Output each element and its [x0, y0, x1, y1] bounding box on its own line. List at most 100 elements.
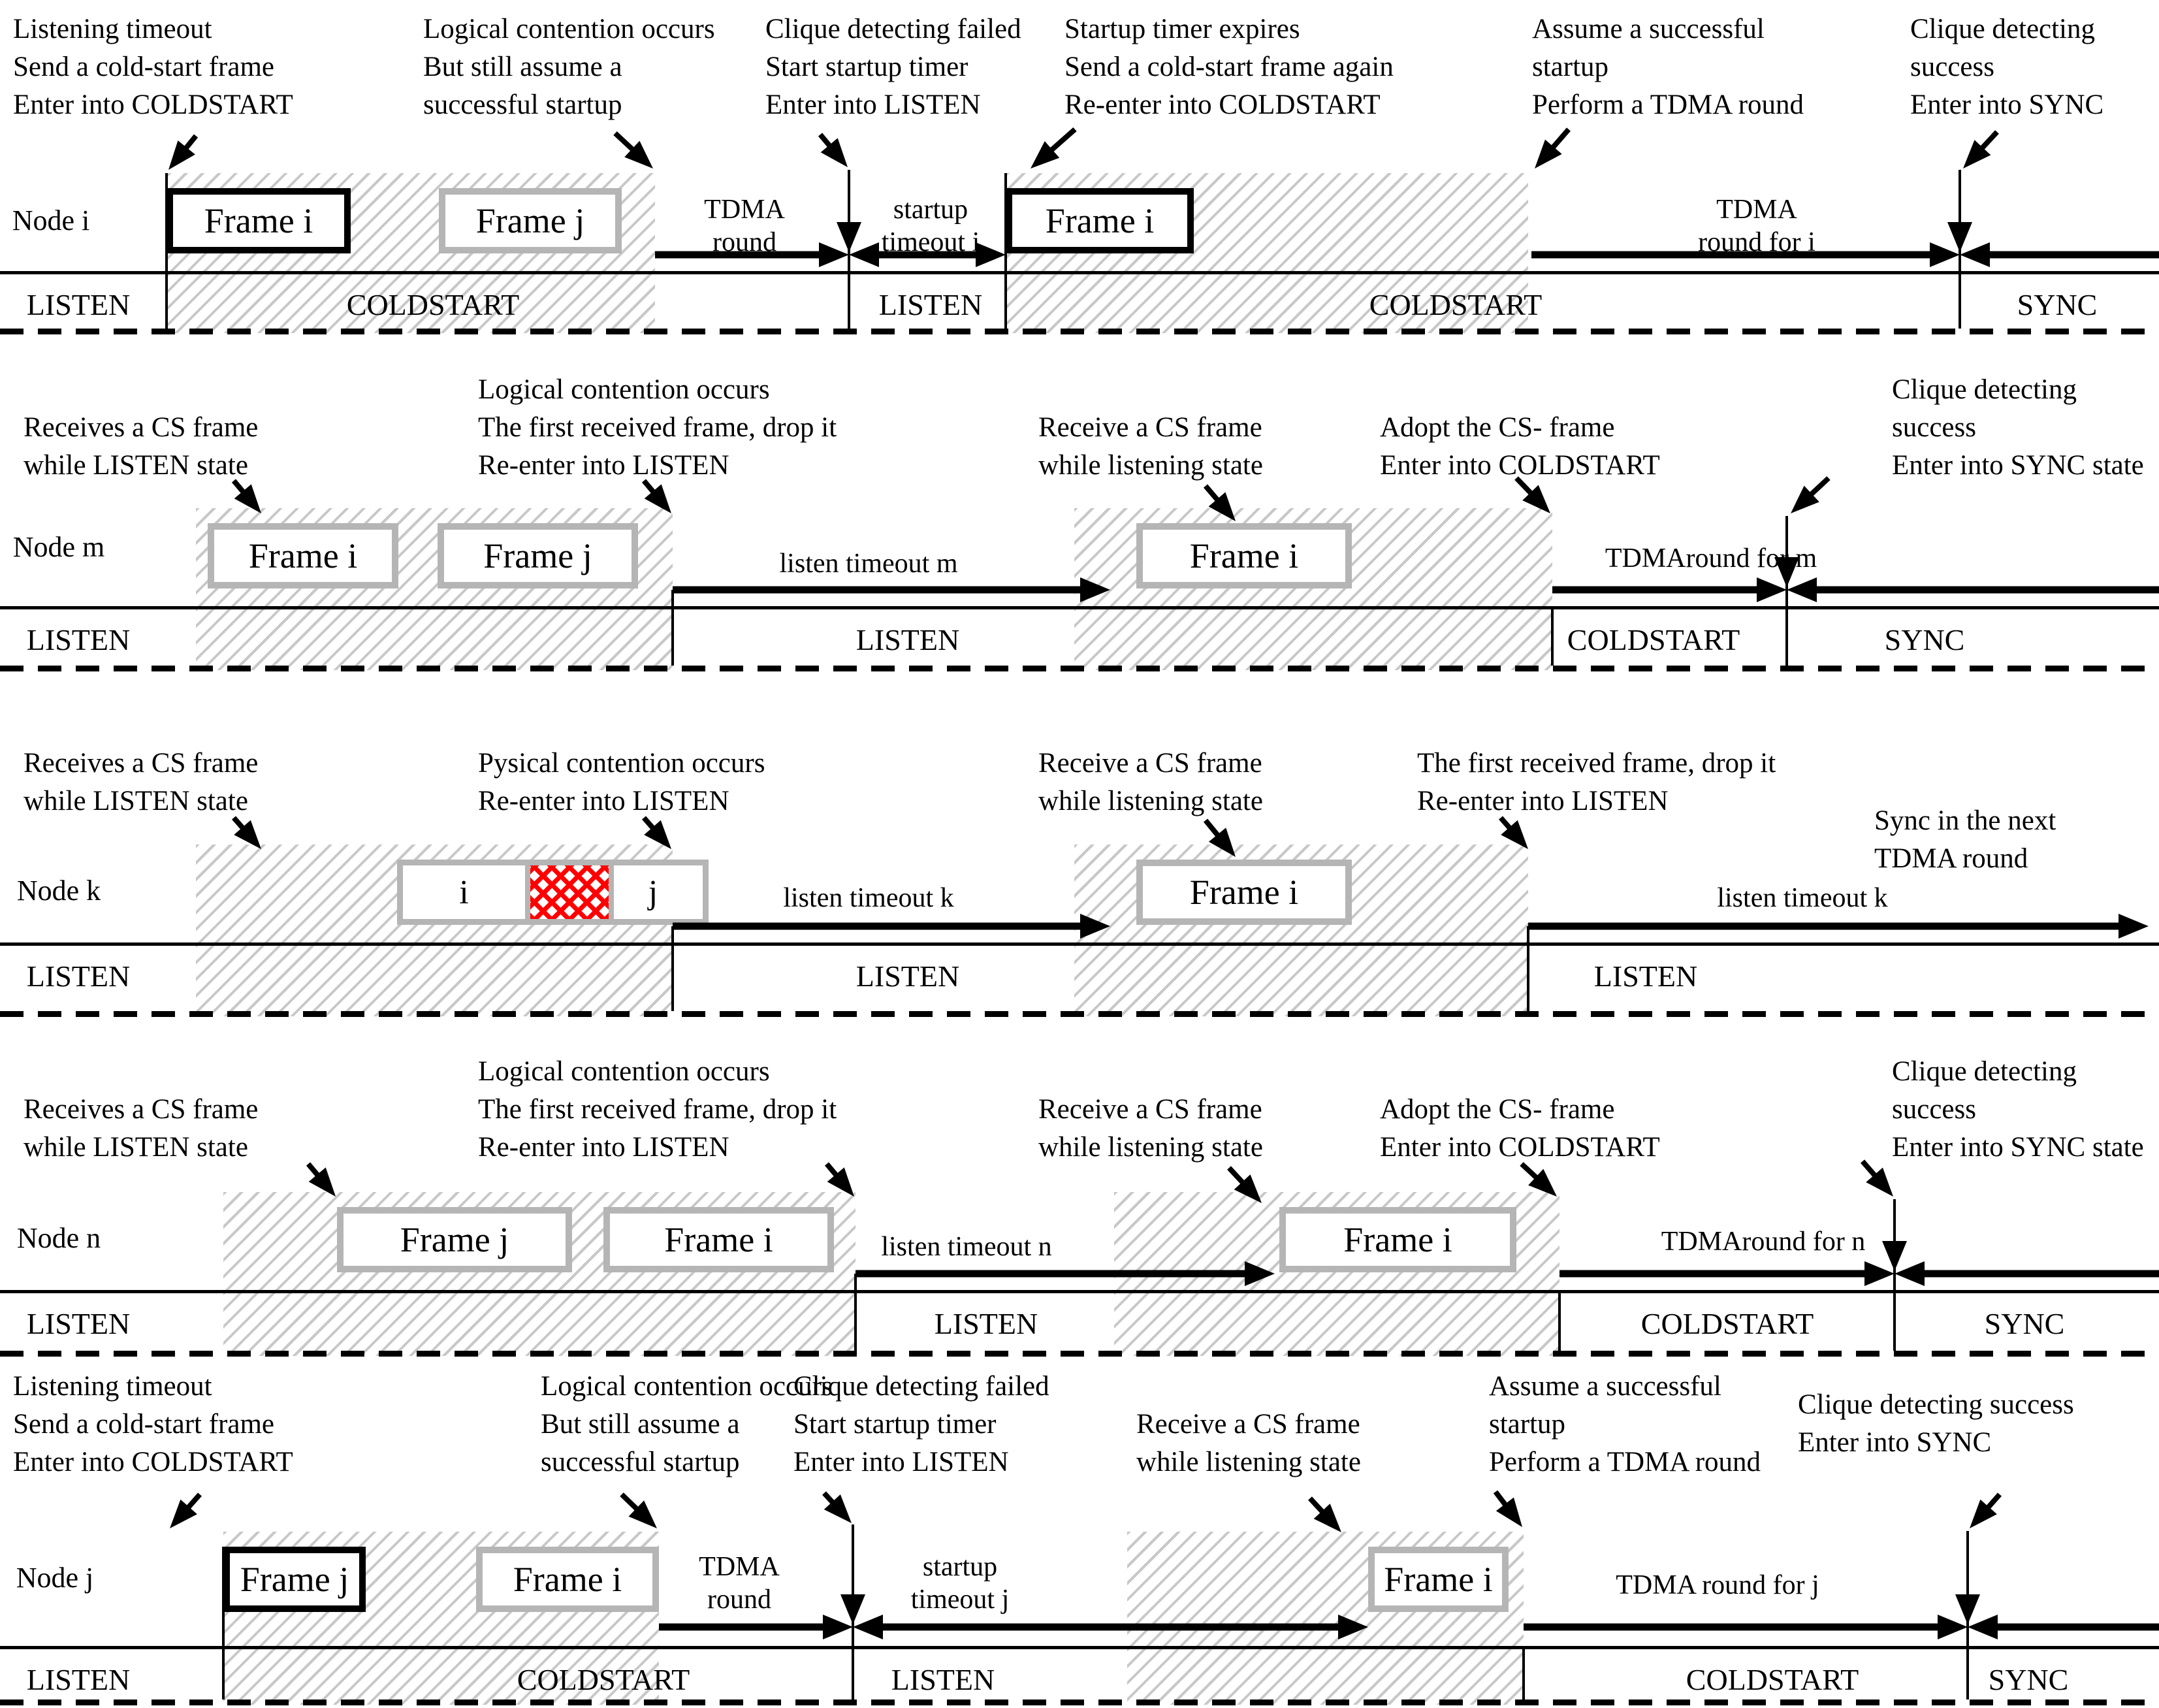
annotation-line: Clique detecting — [1910, 14, 2096, 44]
annotation-arrowhead — [1791, 485, 1819, 513]
annotation-line: Clique detecting — [1892, 1056, 2077, 1087]
annotation-line: Clique detecting — [1892, 374, 2077, 405]
interval-label-line: TDMA — [699, 1552, 780, 1582]
state-label-coldstart: COLDSTART — [517, 1663, 690, 1696]
annotation-line: success — [1910, 52, 1994, 82]
collision-slot-j: j — [648, 873, 658, 911]
annotation-arrowhead — [1031, 141, 1060, 169]
timeline-baseline — [0, 271, 2159, 274]
interval-label-line: listen timeout k — [783, 883, 954, 913]
state-label-listen: LISTEN — [26, 1663, 131, 1696]
frame-box-frame-i: Frame i — [1368, 1547, 1509, 1612]
interval-label-line: TDMA round for j — [1616, 1570, 1819, 1600]
frame-box-frame-i: Frame i — [1136, 860, 1352, 925]
annotation-line: Assume a successful — [1489, 1371, 1721, 1402]
annotation-arrowhead — [820, 138, 848, 167]
state-label-coldstart: COLDSTART — [1567, 623, 1740, 656]
annotation-line: Enter into COLDSTART — [1380, 1132, 1660, 1163]
annotation-arrowhead — [1234, 1174, 1262, 1203]
interval-label-line: round — [707, 1585, 771, 1615]
annotation-arrowhead — [644, 820, 671, 849]
annotation-line: successful startup — [541, 1447, 740, 1477]
frame-box-frame-i: Frame i — [603, 1207, 834, 1272]
annotation-line: Logical contention occurs — [478, 1056, 770, 1087]
interval-label: listen timeout k — [783, 882, 953, 914]
node-label-node-m: Node m — [12, 531, 105, 563]
interval-label-line: timeout j — [910, 1585, 1010, 1615]
annotation-arrowhead — [824, 1494, 852, 1523]
interval-label-line: TDMA — [704, 195, 785, 225]
state-label-listen: LISTEN — [26, 959, 131, 993]
annotation-line: Adopt the CS- frame — [1380, 412, 1615, 443]
frame-box-frame-i: Frame i — [1279, 1207, 1516, 1272]
frame-box-frame-i: Frame i — [167, 188, 351, 253]
annotation-line: Pysical contention occurs — [478, 748, 765, 779]
state-label-listen: LISTEN — [26, 1307, 131, 1340]
annotation-line: But still assume a — [541, 1409, 740, 1440]
node-label-node-n: Node n — [16, 1222, 101, 1254]
state-label-listen: LISTEN — [891, 1663, 995, 1696]
interval-label: listen timeout m — [780, 547, 958, 580]
annotation-line: But still assume a — [423, 52, 622, 82]
annotation-line: Enter into SYNC state — [1892, 1132, 2144, 1163]
interval-label: TDMAround for n — [1661, 1225, 1866, 1258]
node-label-node-k: Node k — [16, 875, 101, 907]
annotation-line: Listening timeout — [13, 1371, 212, 1402]
annotation-line: Enter into SYNC — [1910, 89, 2104, 120]
annotation-line: Receives a CS frame — [24, 748, 259, 779]
arrowhead-left — [1960, 242, 1990, 267]
annotation-arrowhead — [628, 1500, 657, 1528]
arrowhead-down — [1882, 1241, 1907, 1271]
annotation-arrowhead — [170, 1499, 197, 1528]
interval-label: TDMAround for m — [1605, 542, 1817, 575]
arrowhead-down — [1955, 1594, 1980, 1624]
arrowhead-right — [2119, 914, 2149, 939]
arrowhead-down — [837, 222, 861, 252]
timeline-baseline — [0, 943, 2159, 946]
lane-divider-dashed — [0, 666, 2159, 671]
annotation-line: Perform a TDMA round — [1532, 89, 1804, 120]
annotation-line: Re-enter into LISTEN — [478, 786, 729, 816]
lane-divider-dashed — [0, 1011, 2159, 1017]
interval-label: listen timeout k — [1717, 882, 1887, 914]
annotation-line: The first received frame, drop it — [478, 412, 837, 443]
frame-box-frame-j: Frame j — [439, 188, 622, 253]
annotation-line: Logical contention occurs — [478, 374, 770, 405]
interval-label-line: TDMA — [1716, 195, 1797, 225]
interval-label-line: listen timeout m — [779, 549, 958, 579]
arrowhead-right — [1930, 242, 1960, 267]
state-label-coldstart: COLDSTART — [1686, 1663, 1859, 1696]
arrowhead-right — [823, 1615, 853, 1639]
annotation-arrowhead — [1528, 1168, 1557, 1197]
annotation-arrowhead — [624, 140, 653, 169]
interval-label-line: TDMAround for n — [1661, 1227, 1866, 1257]
annotation-line: Re-enter into LISTEN — [478, 450, 729, 481]
annotation-line: Receives a CS frame — [24, 1094, 259, 1125]
arrowhead-right — [1938, 1615, 1968, 1639]
collision-slot-i: i — [459, 873, 469, 911]
annotation-line: Start startup timer — [793, 1409, 997, 1440]
annotation-line: Enter into LISTEN — [765, 89, 981, 120]
annotation-line: while listening state — [1038, 786, 1263, 816]
collision-overlap-region — [525, 865, 614, 919]
arrowhead-right — [1245, 1261, 1275, 1286]
state-label-listen: LISTEN — [934, 1307, 1038, 1340]
timeline-baseline — [0, 606, 2159, 609]
frame-box-frame-j: Frame j — [223, 1547, 366, 1612]
annotation-arrowhead — [1535, 139, 1562, 169]
annotation-line: success — [1892, 1094, 1976, 1125]
